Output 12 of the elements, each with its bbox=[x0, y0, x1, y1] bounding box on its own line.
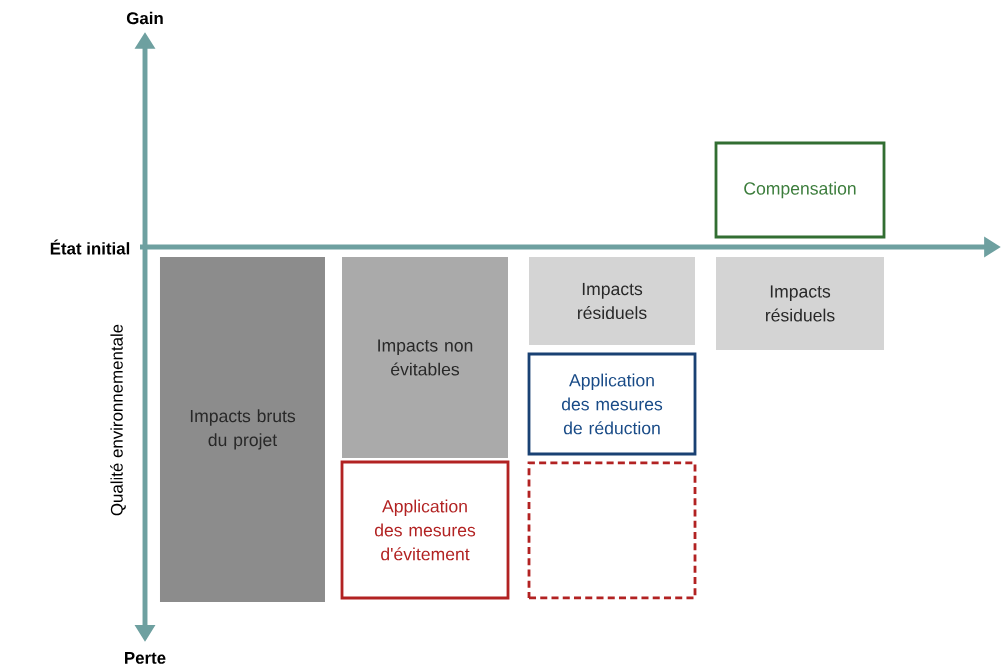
measure-box: Compensation bbox=[714, 141, 886, 239]
axis-label: État initial bbox=[50, 239, 130, 255]
data-box: Impacts non évitables bbox=[342, 256, 508, 458]
axis-title: Qualité environnementale bbox=[110, 324, 126, 516]
measure-box: Application des mesures de réduction bbox=[527, 352, 697, 456]
dashed-box bbox=[527, 461, 697, 600]
data-box: Impacts résiduels bbox=[529, 257, 695, 345]
data-box: Impacts résiduels bbox=[716, 256, 884, 350]
axis-label: Perte bbox=[125, 652, 166, 664]
axis-label: Gain bbox=[126, 11, 163, 25]
measure-box: Application des mesures d'évitement bbox=[340, 460, 510, 600]
data-box: Impacts bruts du projet bbox=[160, 256, 325, 602]
